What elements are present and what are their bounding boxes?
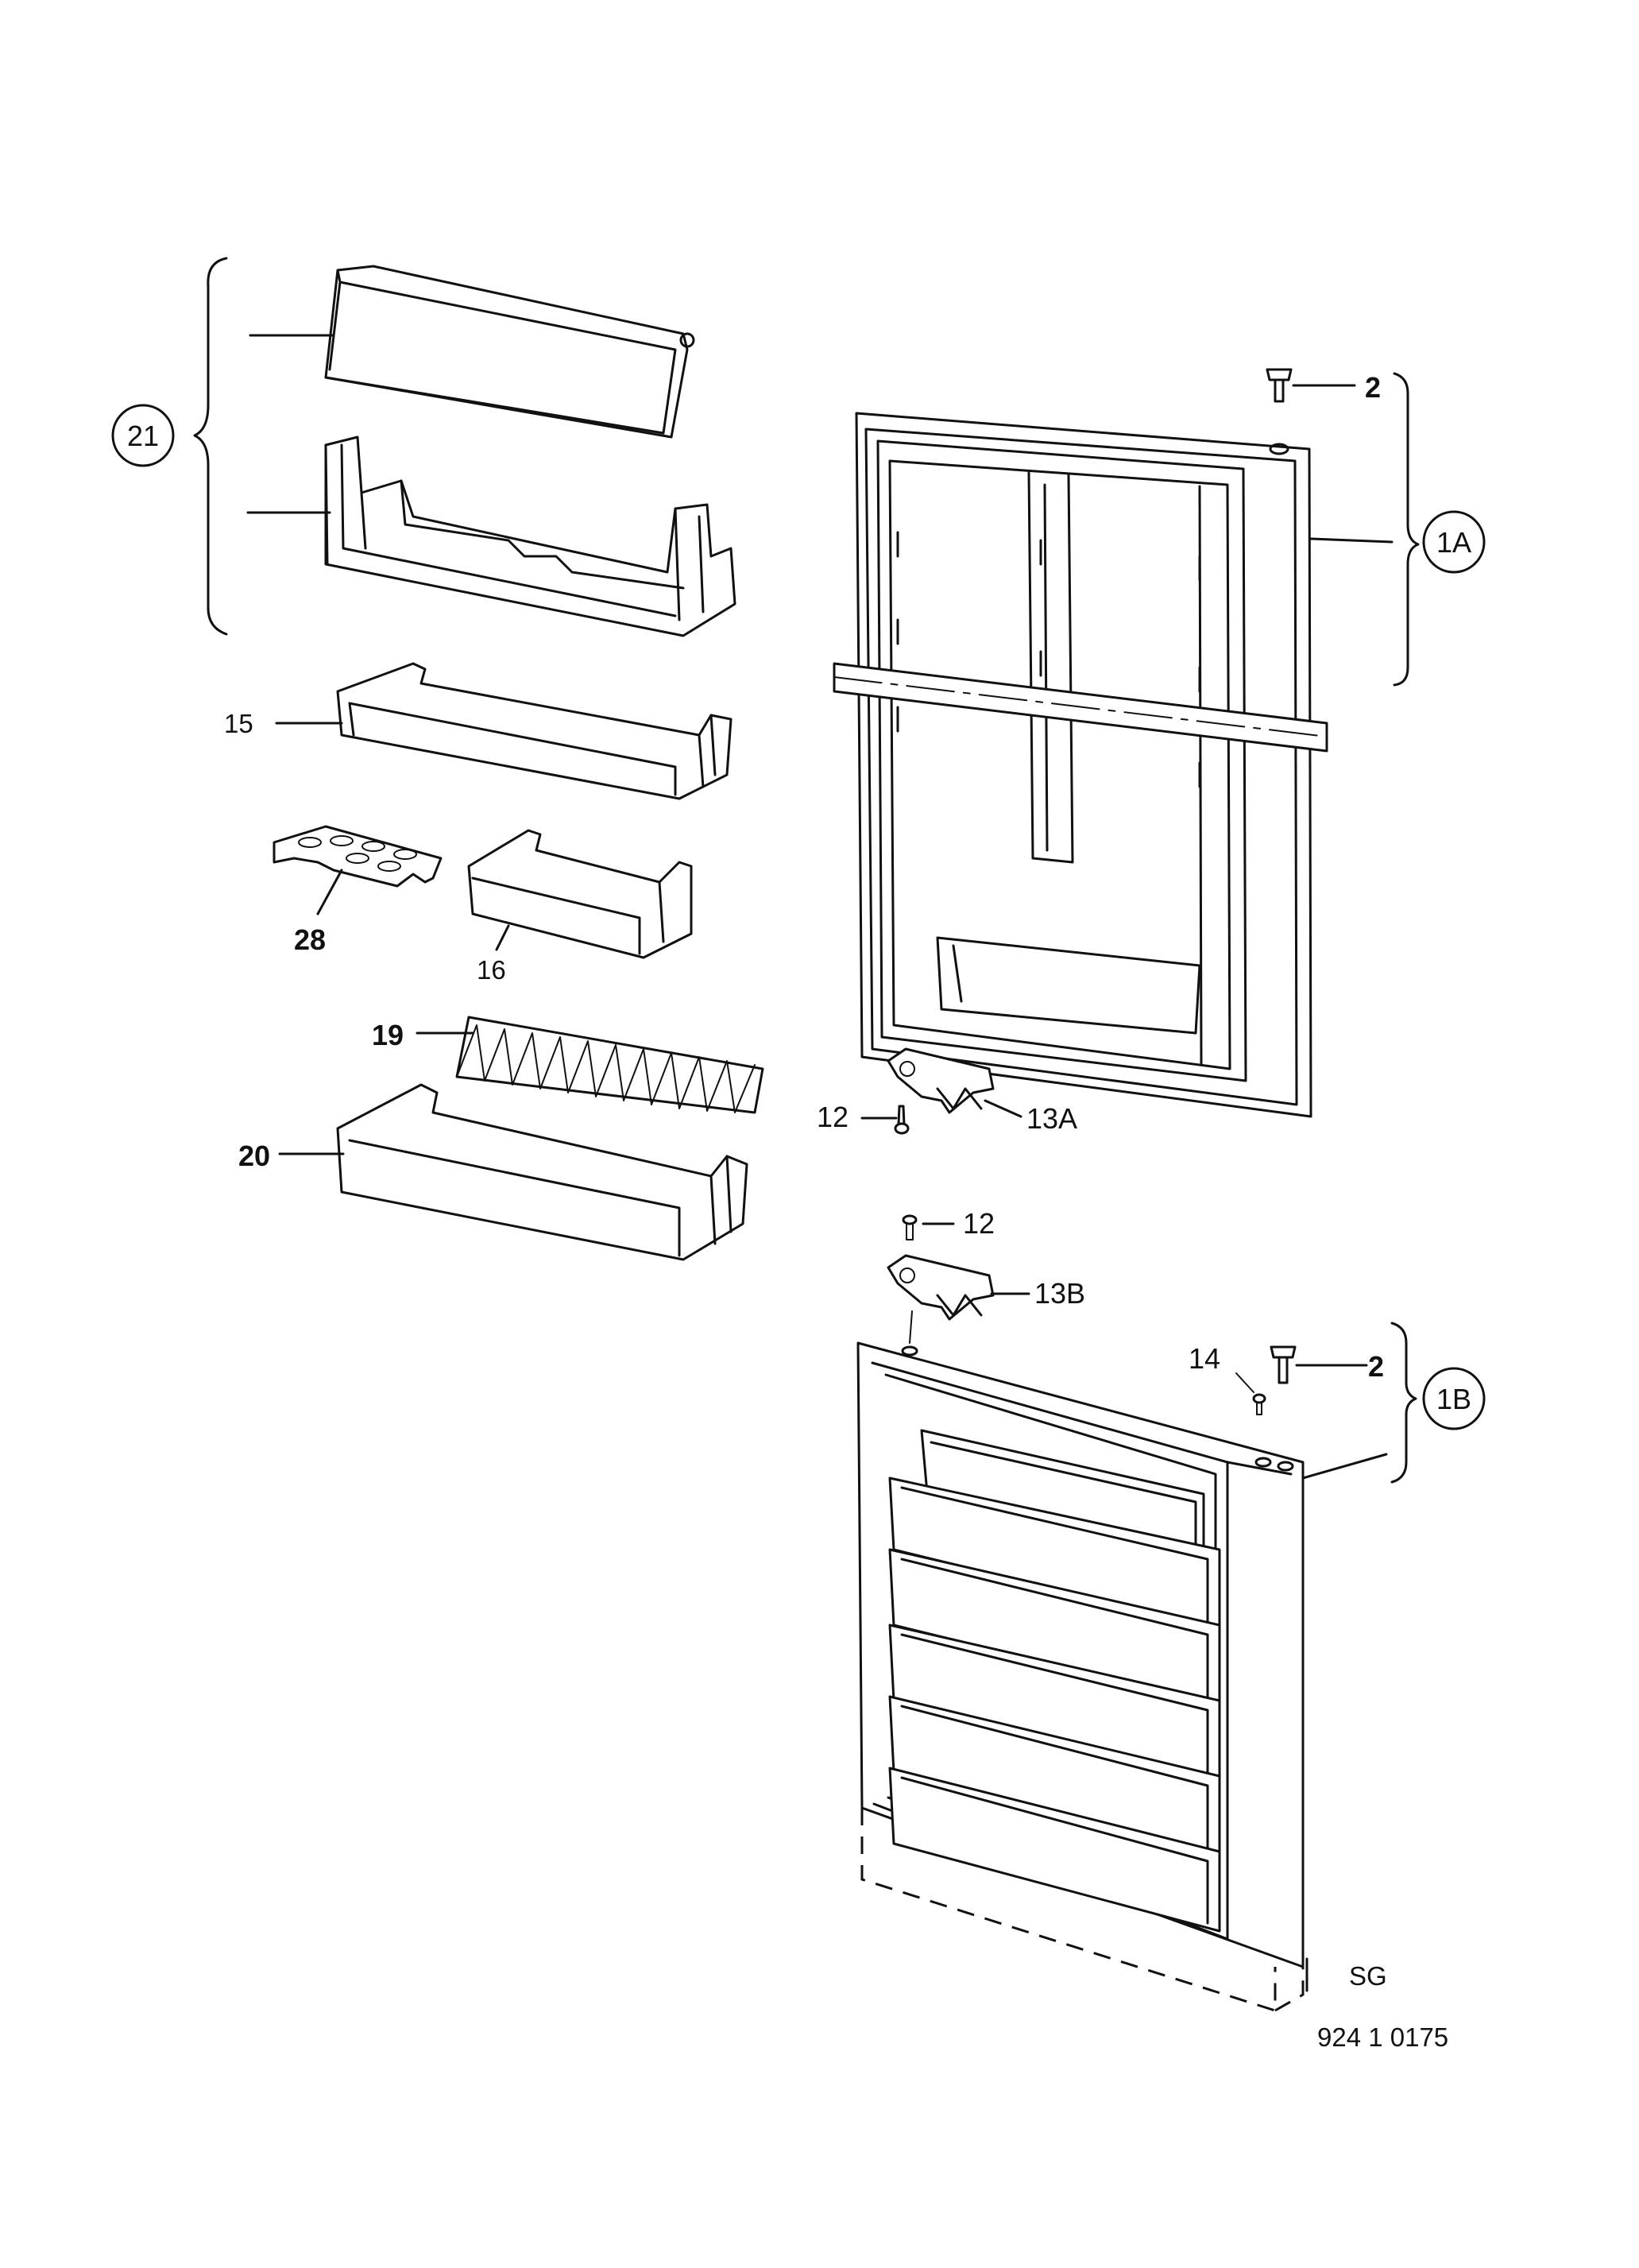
label-13B: 13B <box>1034 1277 1085 1310</box>
label-15: 15 <box>224 709 253 738</box>
label-16: 16 <box>477 955 506 985</box>
label-19: 19 <box>372 1019 404 1051</box>
part-16-small-shelf <box>467 829 693 959</box>
hinge-13A <box>887 1047 1022 1118</box>
part-28-egg-tray <box>273 825 443 915</box>
hinge-13B <box>887 1254 1030 1344</box>
label-1B: 1B <box>1436 1383 1471 1415</box>
label-12-lower: 12 <box>963 1207 995 1240</box>
label-12-upper: 12 <box>817 1101 848 1133</box>
part-1B-lower-door <box>856 1341 1388 2013</box>
screw-12-lower <box>902 1214 955 1240</box>
screw-2-upper <box>1266 368 1356 403</box>
part-20-bottle-shelf <box>278 1083 748 1261</box>
screw-12-upper <box>860 1105 910 1135</box>
label-28: 28 <box>294 923 326 956</box>
part-1A-upper-door <box>833 412 1394 1118</box>
circle-21 <box>111 404 175 467</box>
label-13A: 13A <box>1026 1102 1077 1135</box>
label-2-lower: 2 <box>1368 1350 1384 1383</box>
label-20: 20 <box>238 1140 270 1172</box>
brace-1B <box>1390 1322 1417 1484</box>
label-2-upper: 2 <box>1365 371 1381 404</box>
label-21: 21 <box>127 420 159 452</box>
circle-1B <box>1422 1367 1486 1430</box>
part-21-shelf-with-lid <box>193 257 736 637</box>
drawing-code: 924 1 0175 <box>1317 2022 1448 2052</box>
part-19-bottle-retainer <box>416 1016 764 1114</box>
screw-2-lower <box>1270 1345 1368 1384</box>
label-1A: 1A <box>1436 526 1471 559</box>
brace-1A <box>1393 372 1420 687</box>
part-15-door-shelf <box>275 662 733 800</box>
screw-14 <box>1235 1372 1266 1415</box>
label-14: 14 <box>1189 1342 1220 1375</box>
circle-1A <box>1422 510 1486 574</box>
label-SG: SG <box>1349 1961 1387 1991</box>
